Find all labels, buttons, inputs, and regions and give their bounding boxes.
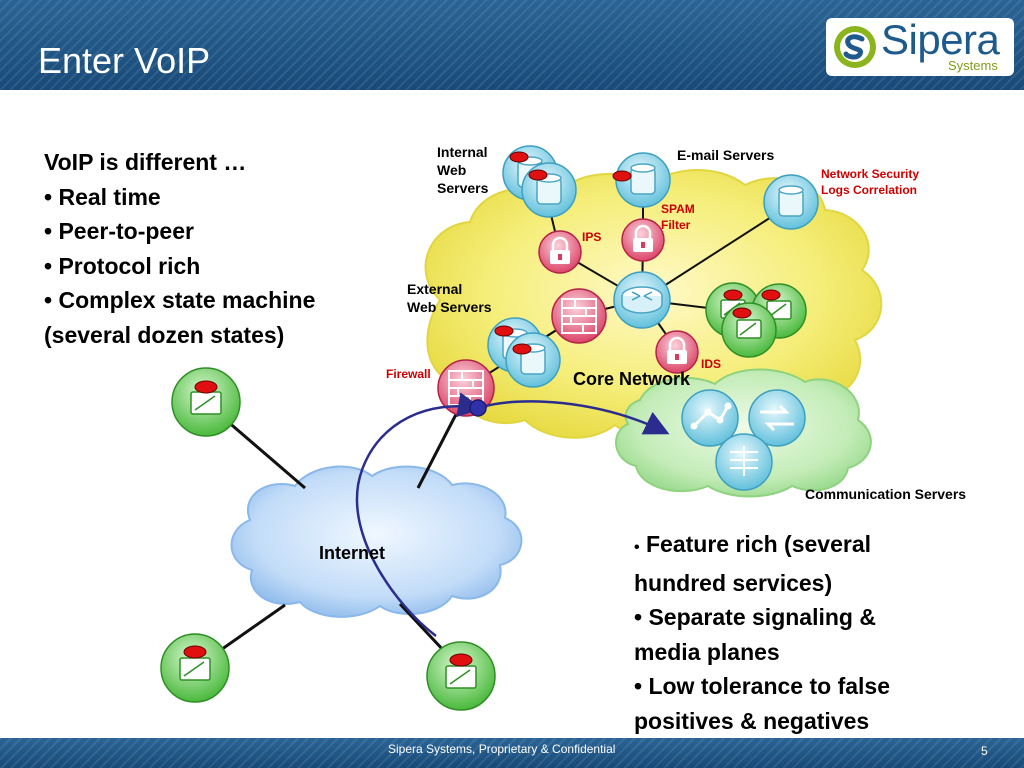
- internet-ip-phone-top[interactable]: [171, 367, 241, 437]
- comm-server-network-icon[interactable]: [681, 389, 739, 447]
- core-ip-phone-3[interactable]: [721, 302, 777, 358]
- network-security-logs-server[interactable]: [763, 174, 819, 230]
- footer-text: Sipera Systems, Proprietary & Confidenti…: [388, 742, 616, 756]
- media-switch-icon[interactable]: [715, 433, 773, 491]
- internet-cloud: [230, 465, 523, 618]
- list-item: • Protocol rich: [44, 252, 201, 279]
- label-core-network: Core Network: [573, 369, 691, 389]
- list-item-continuation: (several dozen states): [44, 321, 285, 348]
- internet-ip-phone-bottom-right[interactable]: [426, 641, 496, 711]
- label-network-security: Network Security Logs Correlation: [821, 167, 920, 197]
- external-web-server-2[interactable]: [505, 332, 561, 388]
- list-item-continuation: positives & negatives: [634, 707, 870, 734]
- internet-ip-phone-bottom-left[interactable]: [160, 633, 230, 703]
- label-internal-web-servers: Internal Web Servers: [437, 144, 489, 196]
- footer-bar: Sipera Systems, Proprietary & Confidenti…: [0, 738, 1024, 768]
- list-item: • Peer-to-peer: [44, 218, 194, 244]
- ids-padlock-icon[interactable]: [655, 330, 699, 374]
- voip-signal-path: [355, 392, 670, 637]
- list-item: • Real time: [44, 183, 161, 210]
- label-spam-filter: SPAM Filter: [661, 202, 695, 232]
- label-email-servers: E-mail Servers: [677, 147, 775, 163]
- voip-requirements-list: • Feature rich (several hundred services…: [634, 527, 890, 738]
- sipera-logo: Sipera Systems: [826, 16, 1014, 76]
- email-server[interactable]: [612, 152, 671, 208]
- communication-servers-cloud: [615, 368, 872, 498]
- logo-wordmark: Sipera: [881, 16, 1000, 63]
- label-firewall: Firewall: [386, 367, 431, 381]
- ips-padlock-icon[interactable]: [538, 230, 582, 274]
- sipera-swirl-icon: [834, 26, 876, 68]
- list-heading: VoIP is different …: [44, 149, 247, 175]
- label-internet: Internet: [319, 543, 386, 563]
- network-diagram: [160, 145, 883, 711]
- header-bar: Enter VoIP Sipera Systems: [0, 0, 1024, 90]
- voip-differences-list: VoIP is different … • Real time • Peer-t…: [44, 145, 315, 352]
- comm-server-switch-icon[interactable]: [748, 389, 806, 447]
- label-communication-servers: Communication Servers: [805, 486, 967, 502]
- core-router-icon[interactable]: [613, 271, 671, 329]
- label-ids: IDS: [701, 357, 722, 371]
- slide-title: Enter VoIP: [38, 40, 211, 81]
- list-item: • Complex state machine: [44, 287, 316, 313]
- list-item: • Low tolerance to false: [634, 673, 891, 699]
- label-ips: IPS: [582, 230, 602, 244]
- label-external-web-servers: External Web Servers: [407, 281, 492, 315]
- core-firewall-brick-icon[interactable]: [551, 288, 607, 344]
- spam-filter-padlock-icon[interactable]: [621, 218, 665, 262]
- internal-web-server-2[interactable]: [521, 162, 577, 218]
- list-item-continuation: media planes: [634, 638, 780, 665]
- list-item: • Feature rich (several: [634, 531, 872, 557]
- list-item: • Separate signaling &: [634, 604, 876, 630]
- list-item-continuation: hundred services): [634, 569, 833, 596]
- logo-tagline: Systems: [948, 58, 998, 73]
- page-number: 5: [981, 744, 988, 758]
